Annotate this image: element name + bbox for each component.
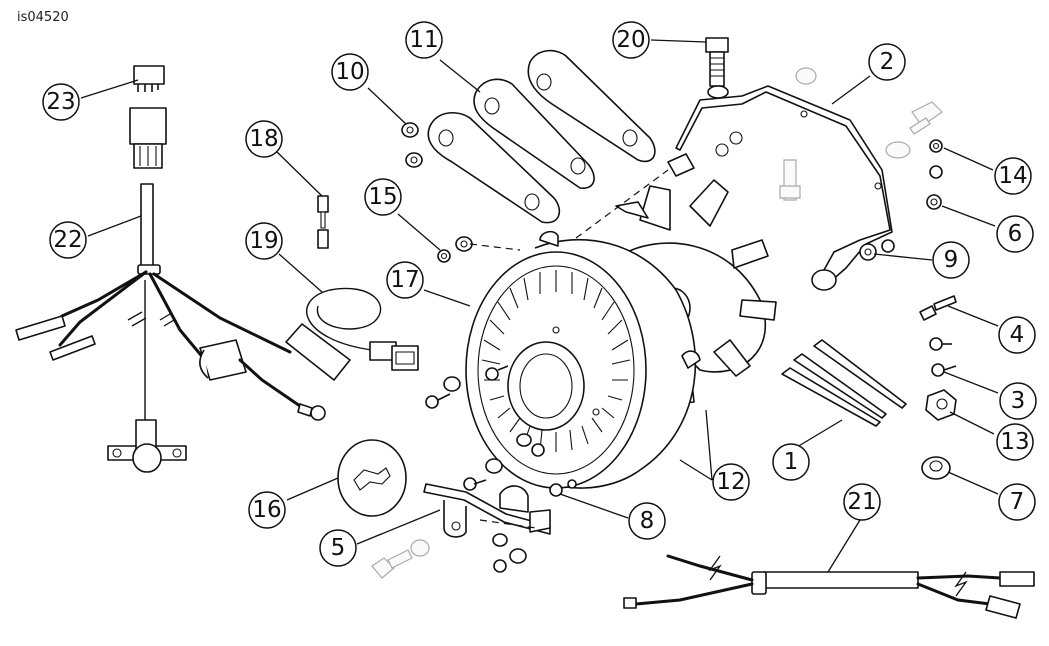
alignment-lines xyxy=(469,169,669,529)
svg-text:23: 23 xyxy=(46,89,75,115)
svg-text:8: 8 xyxy=(640,508,655,534)
fuse-part-18 xyxy=(317,195,329,249)
svg-text:21: 21 xyxy=(847,489,876,515)
callout-6: 6 xyxy=(996,215,1034,253)
svg-text:11: 11 xyxy=(409,27,438,53)
callout-21: 21 xyxy=(843,483,881,521)
callout-14: 14 xyxy=(994,157,1032,195)
callout-16: 16 xyxy=(248,491,286,529)
relay-part-23 xyxy=(133,65,165,92)
svg-text:6: 6 xyxy=(1008,221,1023,247)
svg-text:10: 10 xyxy=(335,59,364,85)
svg-text:3: 3 xyxy=(1011,388,1026,414)
hardware-right xyxy=(859,139,957,480)
svg-text:17: 17 xyxy=(390,267,419,293)
svg-text:7: 7 xyxy=(1010,489,1025,515)
decal-part-16 xyxy=(337,439,407,517)
callout-19: 19 xyxy=(245,222,283,260)
callout-20: 20 xyxy=(612,21,650,59)
callout-23: 23 xyxy=(42,83,80,121)
callout-12: 12 xyxy=(712,463,750,501)
figure-id: is04520 xyxy=(17,10,69,25)
callout-5: 5 xyxy=(319,529,357,567)
callout-8: 8 xyxy=(628,502,666,540)
svg-text:14: 14 xyxy=(998,163,1027,189)
hardware-alternator xyxy=(425,236,577,497)
svg-text:16: 16 xyxy=(252,497,281,523)
svg-text:19: 19 xyxy=(249,228,278,254)
svg-text:22: 22 xyxy=(53,227,82,253)
callout-7: 7 xyxy=(998,483,1036,521)
callout-13: 13 xyxy=(996,423,1034,461)
ghost-hardware xyxy=(779,67,943,201)
callout-3: 3 xyxy=(999,382,1037,420)
callout-17: 17 xyxy=(386,261,424,299)
ghost-bolt xyxy=(371,539,430,579)
svg-text:9: 9 xyxy=(944,247,959,273)
svg-text:12: 12 xyxy=(716,469,745,495)
stator-vent-slots xyxy=(481,270,631,452)
cable-ties-part-1 xyxy=(781,339,907,427)
svg-text:18: 18 xyxy=(249,126,278,152)
callout-2: 2 xyxy=(868,43,906,81)
harness-part-21 xyxy=(623,554,1035,619)
callout-22: 22 xyxy=(49,221,87,259)
callout-11: 11 xyxy=(405,21,443,59)
callout-4: 4 xyxy=(998,316,1036,354)
svg-text:15: 15 xyxy=(368,184,397,210)
harness-part-22 xyxy=(15,107,351,473)
svg-text:1: 1 xyxy=(784,449,799,475)
washers-part-10 xyxy=(401,122,423,168)
svg-text:20: 20 xyxy=(616,27,645,53)
rear-housing-part-17 xyxy=(465,251,647,489)
spacer-plates-part-11 xyxy=(427,49,656,224)
svg-text:4: 4 xyxy=(1010,322,1025,348)
callout-15: 15 xyxy=(364,178,402,216)
mounting-bracket-part-2 xyxy=(667,85,893,291)
callout-18: 18 xyxy=(245,120,283,158)
lower-bracket-part-5 xyxy=(423,483,551,573)
svg-text:2: 2 xyxy=(880,49,895,75)
svg-text:5: 5 xyxy=(331,535,346,561)
sensor-wire-part-19 xyxy=(306,287,419,371)
callout-1: 1 xyxy=(772,443,810,481)
svg-text:13: 13 xyxy=(1000,429,1029,455)
callout-10: 10 xyxy=(331,53,369,91)
bolt-part-20 xyxy=(705,37,729,99)
callout-9: 9 xyxy=(932,241,970,279)
